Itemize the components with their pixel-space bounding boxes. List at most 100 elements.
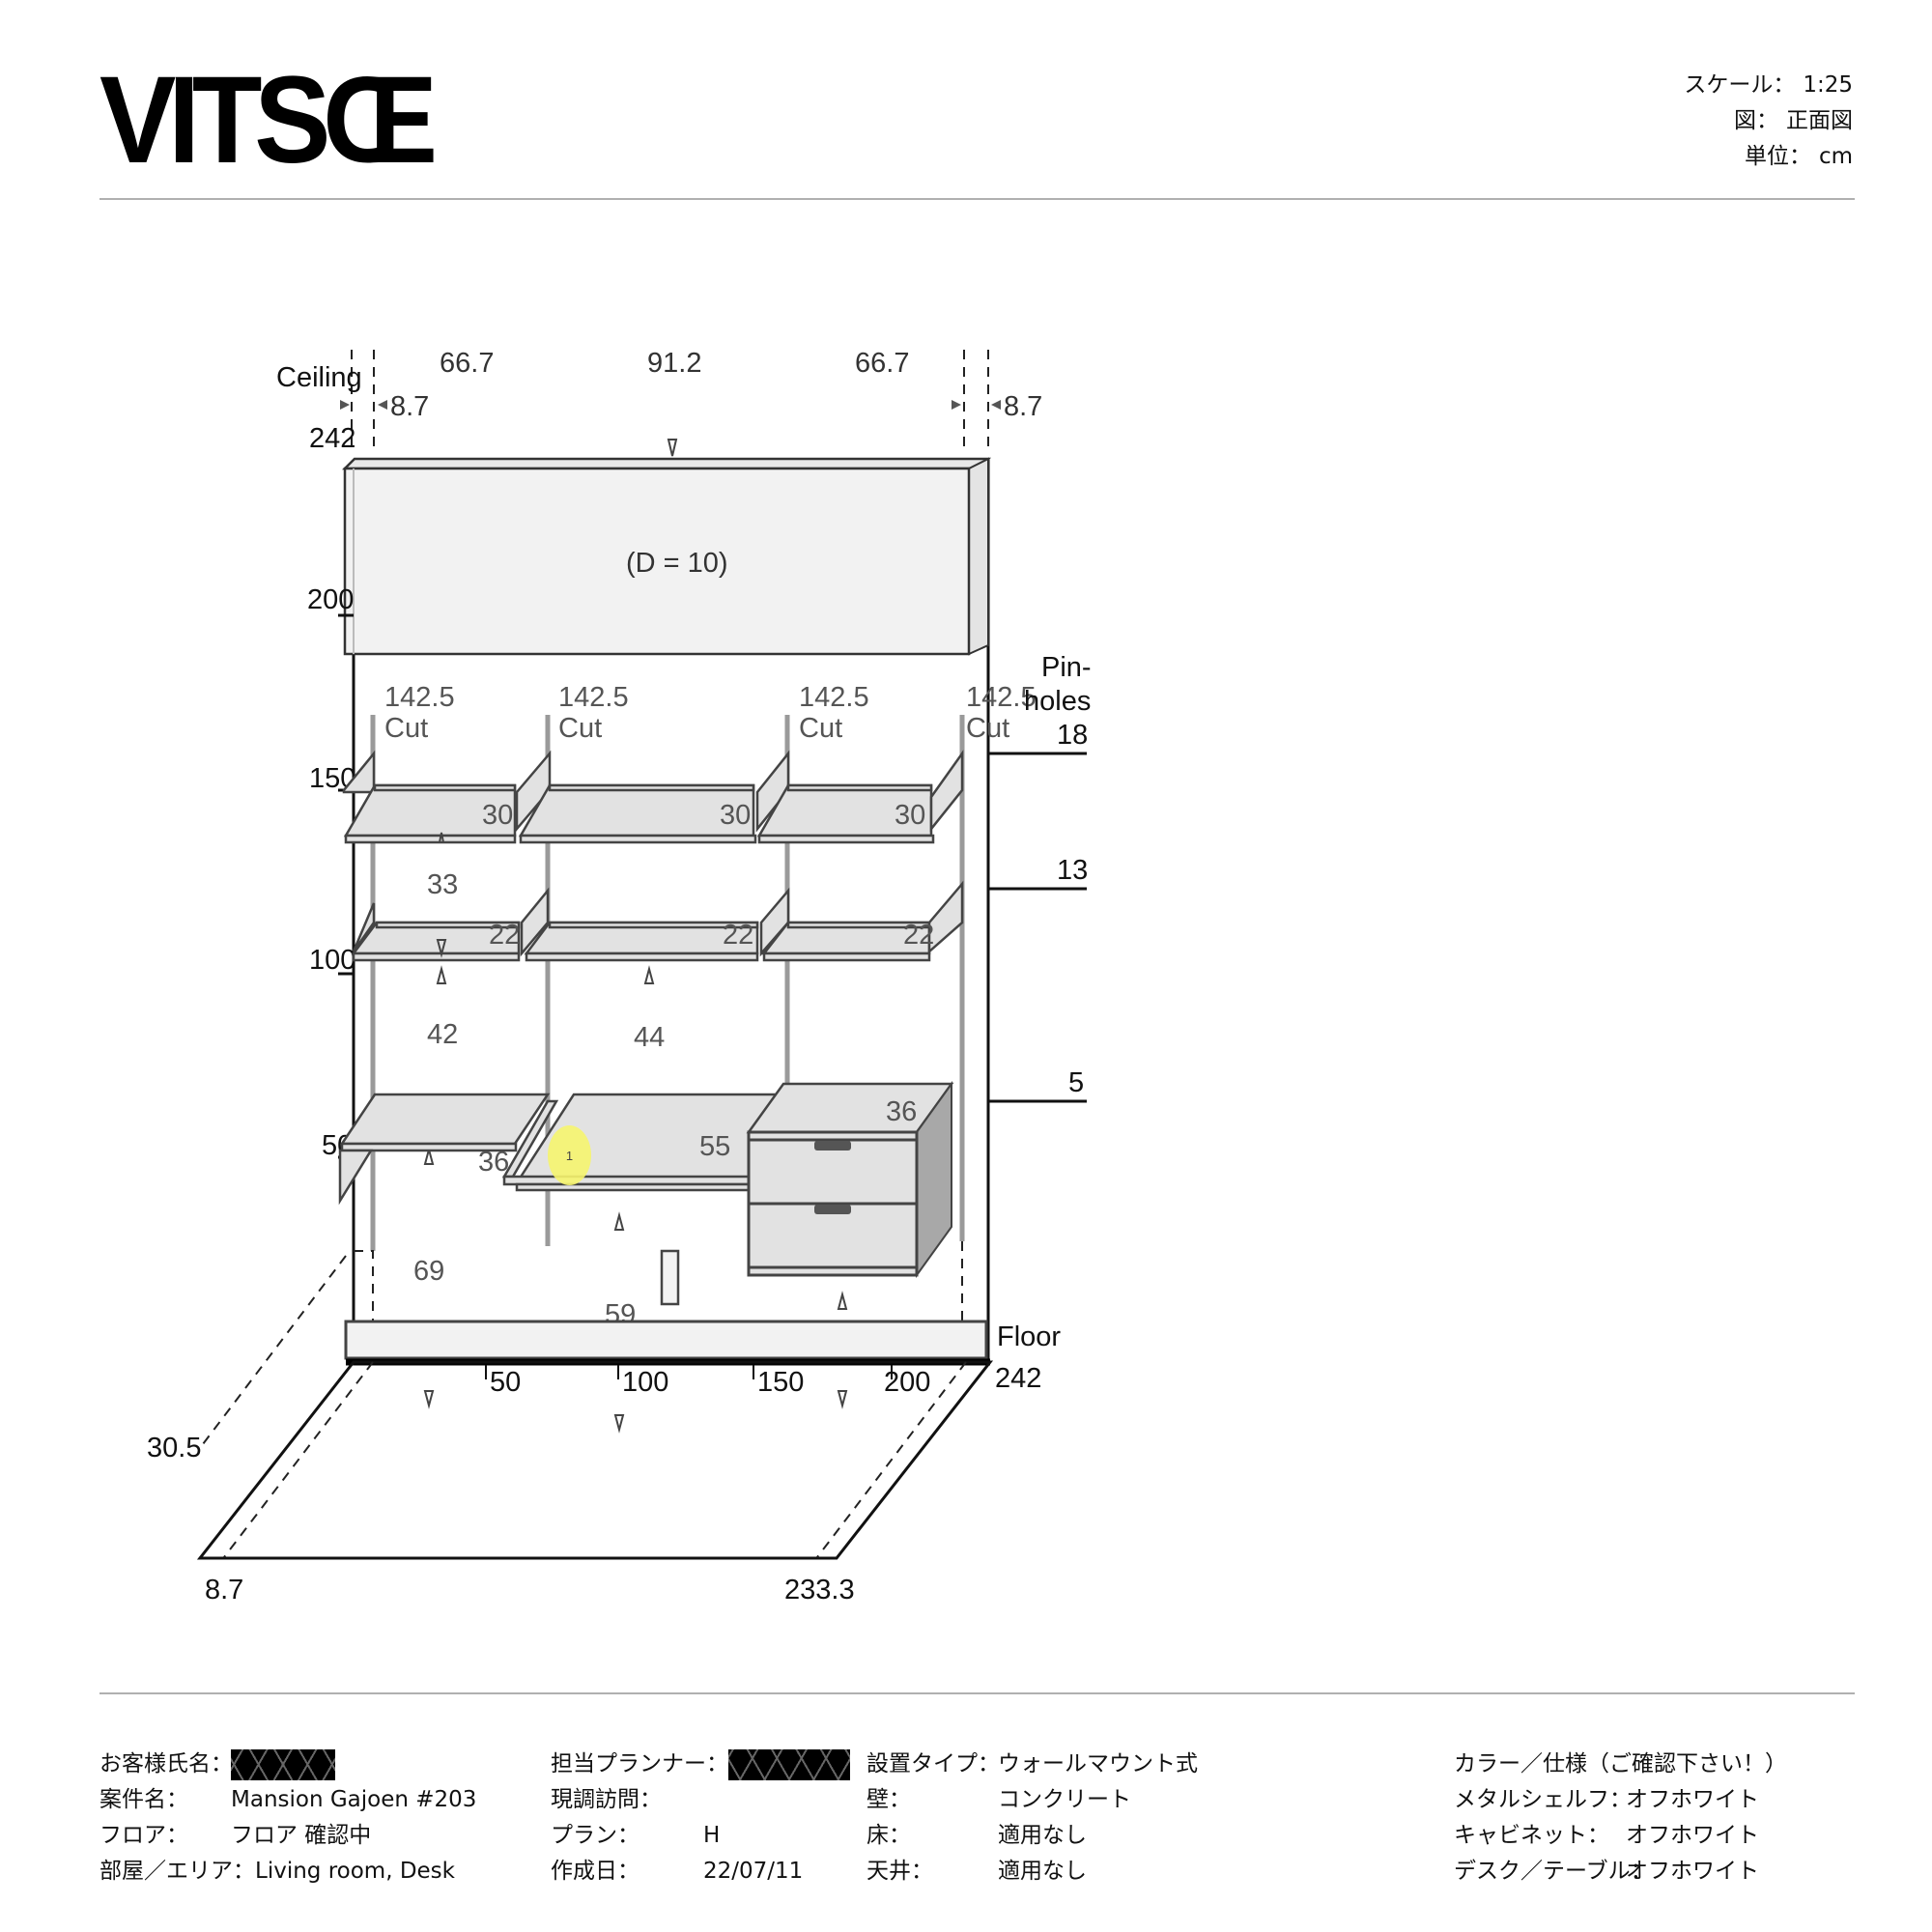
shelf-1-depth-center: 30 [720, 800, 751, 831]
created-date-value: 22/07/11 [703, 1859, 804, 1884]
height-tick-100: 100 [309, 945, 355, 976]
view-label: 図： [1734, 108, 1778, 133]
power-outlet [660, 1249, 680, 1306]
project-name-value: Mansion Gajoen #203 [231, 1787, 477, 1812]
top-panel-label: (D = 10) [626, 548, 728, 579]
ceiling-type-value: 適用なし [998, 1859, 1087, 1884]
top-dim-center: 91.2 [647, 348, 701, 379]
plan-value: H [703, 1823, 721, 1848]
ceiling-guides [351, 350, 989, 454]
header-divider [99, 198, 1855, 200]
scale-value: 1:25 [1803, 72, 1853, 98]
desk-depth-center: 55 [699, 1131, 730, 1162]
cabinet-depth: 36 [886, 1096, 917, 1127]
arrow-down-icon [667, 439, 678, 457]
ceiling-height: 242 [309, 423, 355, 454]
x-ticks [485, 1365, 893, 1379]
top-dim-left: 66.7 [440, 348, 494, 379]
floor-plan-guides [202, 1255, 967, 1558]
planner-redacted [728, 1748, 850, 1780]
pinhole-lines [988, 752, 1087, 1103]
vitsoe-logo: VITSŒ [99, 51, 438, 189]
metal-shelf-row: メタルシェルフ：オフホワイト [1454, 1782, 1787, 1818]
floor-type-value: 適用なし [998, 1823, 1087, 1848]
shelf-row-1 [342, 750, 964, 844]
drawer-handle-bottom [814, 1205, 851, 1214]
client-name-label: お客様氏名： [99, 1751, 233, 1776]
shelf-row-2 [351, 880, 964, 962]
floor-type-label: 床： [867, 1823, 911, 1848]
gap-42: 42 [427, 1019, 458, 1050]
floor-plan-outline [196, 1360, 994, 1560]
shelf-1-depth-left: 30 [482, 800, 513, 831]
shelf-2-depth-right: 22 [903, 920, 934, 951]
gap-44: 44 [634, 1022, 665, 1053]
top-panel [341, 457, 992, 656]
floor-type-row: 床： 適用なし [867, 1818, 1198, 1854]
upright-4-note: Cut [966, 713, 1009, 744]
arrow-left-icon [378, 400, 387, 410]
upright-2-note: Cut [558, 713, 602, 744]
floor-label: Floor [997, 1321, 1061, 1352]
created-date-row: 作成日：22/07/11 [551, 1854, 850, 1889]
pinhole-13: 13 [1057, 855, 1088, 886]
install-type-value: ウォールマウント式 [998, 1751, 1198, 1776]
ceiling-type-row: 天井： 適用なし [867, 1854, 1198, 1889]
color-spec-title-row: カラー／仕様（ご確認下さい！） [1454, 1747, 1787, 1782]
site-visit-row: 現調訪問： [551, 1782, 850, 1818]
offset-right: 8.7 [1004, 391, 1042, 422]
desk-table-value: オフホワイト [1626, 1859, 1759, 1884]
floor-info-value: フロア 確認中 [231, 1823, 372, 1848]
x-tick-50: 50 [490, 1367, 521, 1398]
plan-label: プラン： [551, 1823, 639, 1848]
scale-label: スケール： [1684, 72, 1796, 98]
upright-2-length: 142.5 [558, 682, 629, 713]
site-visit-label: 現調訪問： [551, 1787, 662, 1812]
wall-value: コンクリート [998, 1787, 1131, 1812]
planner-label: 担当プランナー： [551, 1751, 728, 1776]
drawer-cabinet [746, 1080, 954, 1279]
desk-table-row: デスク／テーブル：オフホワイト [1454, 1854, 1787, 1889]
cabinet-value: オフホワイト [1626, 1823, 1759, 1848]
height-ticks [338, 613, 354, 1159]
install-type-label: 設置タイプ： [867, 1751, 1000, 1776]
unit-row: 単位：cm [1684, 139, 1853, 175]
x-tick-150: 150 [757, 1367, 804, 1398]
ceiling-type-label: 天井： [867, 1859, 933, 1884]
gap-33: 33 [427, 869, 458, 900]
footer-col-install: 設置タイプ：ウォールマウント式 壁：コンクリート 床：適用なし 天井：適用なし [867, 1747, 1198, 1889]
shelf-1-depth-right: 30 [895, 800, 925, 831]
upright-3-note: Cut [799, 713, 842, 744]
shelf-2-depth-left: 22 [489, 920, 520, 951]
annotation-marker[interactable]: 1 [548, 1125, 591, 1185]
project-name-row: 案件名：Mansion Gajoen #203 [99, 1782, 476, 1818]
view-row: 図： 正面図 [1684, 103, 1853, 139]
floor-info-label: フロア： [99, 1823, 188, 1848]
footer-divider [99, 1692, 1855, 1694]
drawing-meta: スケール： 1:25 図： 正面図 単位：cm [1684, 68, 1853, 175]
view-value: 正面図 [1786, 108, 1853, 133]
pinholes-label-1: Pin- [1041, 652, 1092, 683]
unit-label: 単位： [1744, 144, 1811, 169]
room-area-label: 部屋／エリア： [99, 1859, 255, 1884]
drawer-handle-top [814, 1141, 851, 1151]
metal-shelf-label: メタルシェルフ： [1454, 1787, 1632, 1812]
metal-shelf-value: オフホワイト [1626, 1787, 1759, 1812]
footer-col-planner: 担当プランナー： 現調訪問： プラン： H 作成日：22/07/11 [551, 1747, 850, 1889]
plan-row: プラン： H [551, 1818, 850, 1854]
shelf-2-depth-center: 22 [723, 920, 753, 951]
arrow-right-icon [340, 400, 350, 410]
footer-col-client: お客様氏名： 案件名：Mansion Gajoen #203 フロア： フロア 確… [99, 1747, 476, 1889]
cabinet-label: キャビネット： [1454, 1823, 1609, 1848]
ceiling-label: Ceiling [276, 362, 362, 393]
arrow-left-icon [991, 400, 1001, 410]
pinhole-5: 5 [1068, 1067, 1084, 1098]
x-tick-100: 100 [622, 1367, 668, 1398]
install-type-row: 設置タイプ：ウォールマウント式 [867, 1747, 1198, 1782]
room-area-value: Living room, Desk [255, 1859, 455, 1884]
lower-guides [354, 1241, 963, 1338]
desk-table-label: デスク／テーブル： [1454, 1859, 1653, 1884]
client-name-redacted [231, 1748, 335, 1780]
scale-row: スケール： 1:25 [1684, 68, 1853, 103]
